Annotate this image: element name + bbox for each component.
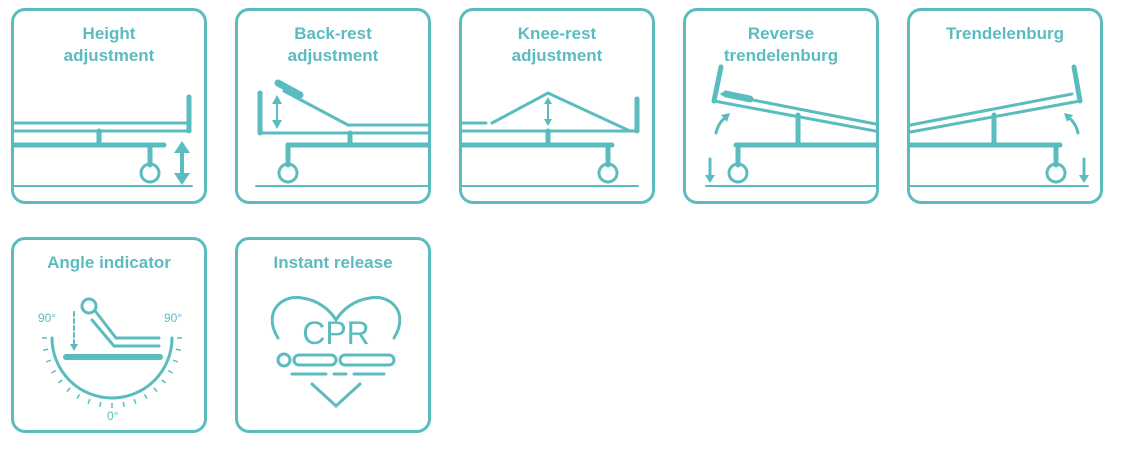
angle-indicator-icon: 90° 90° 0° [38, 297, 182, 423]
tile-label: Instant release [238, 252, 428, 274]
label-line: adjustment [511, 46, 603, 65]
tile-label: Reverse trendelenburg [686, 23, 876, 67]
tile-label: Trendelenburg [910, 23, 1100, 45]
angle-right-mark: 90° [164, 311, 182, 325]
feature-tile-trendelenburg: Trendelenburg [907, 8, 1103, 204]
label-line: Reverse [747, 24, 815, 43]
feature-tile-reverse-trendelenburg: Reverse trendelenburg [683, 8, 879, 204]
tile-label: Height adjustment [14, 23, 204, 67]
feature-tile-height-adjustment: Height adjustment [11, 8, 207, 204]
tile-label: Angle indicator [14, 252, 204, 274]
label-line: adjustment [63, 46, 155, 65]
label-line: Instant release [273, 253, 393, 272]
trendelenburg-icon [910, 64, 1089, 187]
label-line: Back-rest [294, 24, 372, 43]
label-line: Height [82, 24, 136, 43]
feature-tile-backrest-adjustment: Back-rest adjustment [235, 8, 431, 204]
feature-tile-instant-release: Instant release CPR [235, 237, 431, 433]
kneerest-adjustment-icon [462, 91, 640, 187]
height-adjustment-icon [14, 94, 193, 187]
label-line: Angle indicator [47, 253, 171, 272]
angle-left-mark: 90° [38, 311, 56, 325]
backrest-adjustment-icon [255, 79, 428, 187]
angle-scale-ticks [42, 337, 182, 408]
tile-label: Knee-rest adjustment [462, 23, 652, 67]
label-line: Knee-rest [517, 24, 597, 43]
feature-tile-angle-indicator: Angle indicator [11, 237, 207, 433]
label-line: Trendelenburg [945, 24, 1065, 43]
tile-label: Back-rest adjustment [238, 23, 428, 67]
cpr-heart-icon: CPR [270, 295, 402, 409]
reverse-trendelenburg-icon [705, 64, 876, 187]
label-line: adjustment [287, 46, 379, 65]
label-line: trendelenburg [723, 46, 839, 65]
cpr-text: CPR [302, 315, 370, 351]
angle-bottom-mark: 0° [107, 409, 119, 423]
feature-tile-kneerest-adjustment: Knee-rest adjustment [459, 8, 655, 204]
